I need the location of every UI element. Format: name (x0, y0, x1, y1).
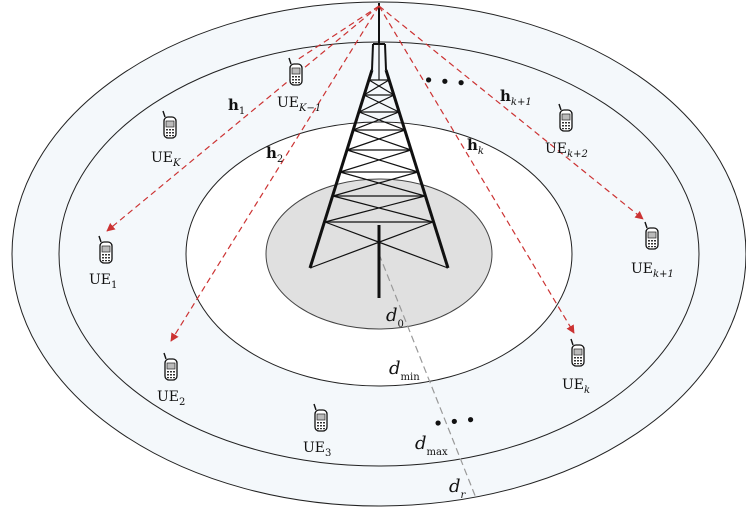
ue-label-K: UEK (151, 150, 181, 169)
ellipsis-bottom: • • • (432, 410, 477, 435)
distance-label-dr: dr (449, 476, 467, 501)
distance-label-dmax: dmax (415, 433, 448, 458)
ellipsis-top: • • • (422, 70, 467, 95)
channel-label-h2: h2 (266, 144, 283, 165)
ue-label-k+2: UEk+2 (545, 141, 588, 160)
ue-label-1: UE1 (89, 272, 117, 291)
channel-label-hk1: hk+1 (500, 87, 532, 108)
link-arrow-ue-k+1 (378, 5, 644, 220)
link-arrow-ue-1 (106, 5, 380, 232)
ue-label-K-1: UEK−1 (277, 95, 321, 114)
link-arrow-ue-2 (170, 5, 380, 342)
ue-label-2: UE2 (157, 389, 185, 408)
transmission-tower-icon (308, 3, 450, 298)
ue-label-3: UE3 (303, 440, 331, 459)
channel-label-hk: hk (467, 136, 484, 157)
ue-label-k: UEk (562, 377, 590, 396)
distance-label-dmin: dmin (389, 358, 420, 383)
channel-label-h1: h1 (228, 96, 245, 117)
distance-label-d0: d0 (386, 305, 404, 330)
ue-label-k+1: UEk+1 (631, 261, 674, 280)
link-line-ue-K-1 (296, 5, 380, 61)
link-arrow-ue-k (378, 5, 575, 334)
